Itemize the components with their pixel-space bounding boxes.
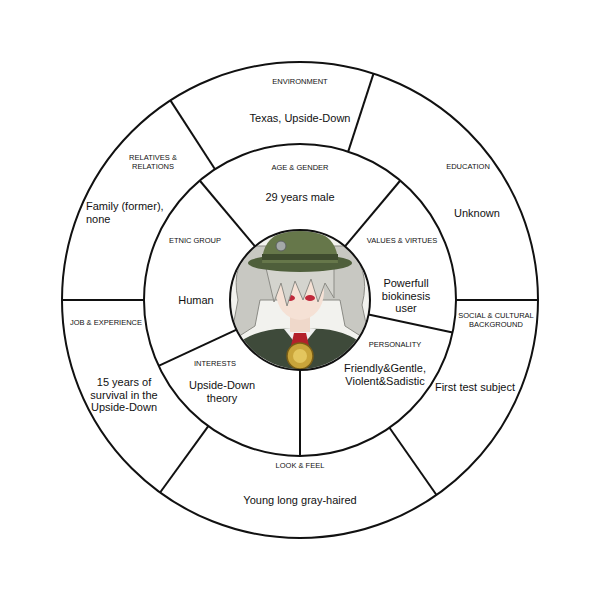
- divider-lines: [62, 74, 538, 495]
- divider-line: [369, 315, 453, 333]
- portrait-frame: [230, 230, 370, 370]
- segment-body: Young long gray-haired: [243, 494, 358, 507]
- segment-heading: ENVIRONMENT: [272, 77, 329, 86]
- segment-body: 15 years of survival in the Upside-Down: [83, 376, 166, 414]
- ring-segment: AGE & GENDER 29 years male: [263, 161, 338, 205]
- segment-heading: ETNIC GROUP: [168, 236, 222, 245]
- segment-heading: JOB & EXPERIENCE: [69, 318, 143, 327]
- segment-heading: LOOK & FEEL: [275, 461, 325, 470]
- segment-heading: VALUES & VIRTUES: [366, 236, 438, 245]
- divider-line: [299, 370, 301, 456]
- segment-body: Friendly&Gentle, Violent&Sadistic: [342, 362, 429, 387]
- ring-segment: JOB & EXPERIENCE 15 years of survival in …: [67, 316, 168, 416]
- segment-body: Unknown: [454, 207, 501, 220]
- divider-line: [160, 426, 208, 492]
- outer-ring: [62, 62, 538, 538]
- divider-line: [170, 100, 215, 169]
- segment-body: First test subject: [434, 381, 516, 394]
- ring-segment: RELATIVES & RELATIONS Family (former), no…: [84, 151, 184, 228]
- ring-segment: INTERESTS Upside-Down theory: [184, 357, 261, 406]
- segment-heading: INTERESTS: [193, 359, 237, 368]
- segment-body: Powerfull biokinesis user: [378, 277, 435, 315]
- segment-body: 29 years male: [265, 191, 336, 204]
- segment-heading: RELATIVES & RELATIONS: [125, 153, 182, 172]
- portrait-illustration: [228, 228, 372, 375]
- segment-body: Family (former), none: [86, 200, 168, 225]
- segment-heading: PERSONALITY: [368, 340, 422, 349]
- segment-body: Upside-Down theory: [186, 379, 259, 404]
- ring-segment: PERSONALITY Friendly&Gentle, Violent&Sadi…: [340, 338, 431, 389]
- divider-line: [348, 74, 373, 152]
- ring-segment: LOOK & FEEL Young long gray-haired: [241, 459, 360, 508]
- segment-heading: AGE & GENDER: [271, 163, 330, 172]
- divider-line: [62, 299, 144, 301]
- divider-line: [390, 428, 437, 495]
- segment-heading: SOCIAL & CULTURAL BACKGROUND: [456, 311, 537, 330]
- ring-segment: ENVIRONMENT Texas, Upside-Down: [247, 75, 353, 126]
- ring-segment: VALUES & VIRTUES Powerfull biokinesis use…: [364, 234, 440, 317]
- inner-ring: [144, 144, 456, 456]
- segment-body: Texas, Upside-Down: [249, 112, 351, 125]
- ring-segment: ETNIC GROUP Human: [166, 234, 224, 308]
- ring-segment: SOCIAL & CULTURAL BACKGROUND First test s…: [432, 309, 539, 396]
- divider-line: [456, 299, 538, 301]
- ring-segment: EDUCATION Unknown: [444, 160, 503, 221]
- segment-body: Human: [178, 294, 215, 307]
- segment-heading: EDUCATION: [446, 162, 491, 171]
